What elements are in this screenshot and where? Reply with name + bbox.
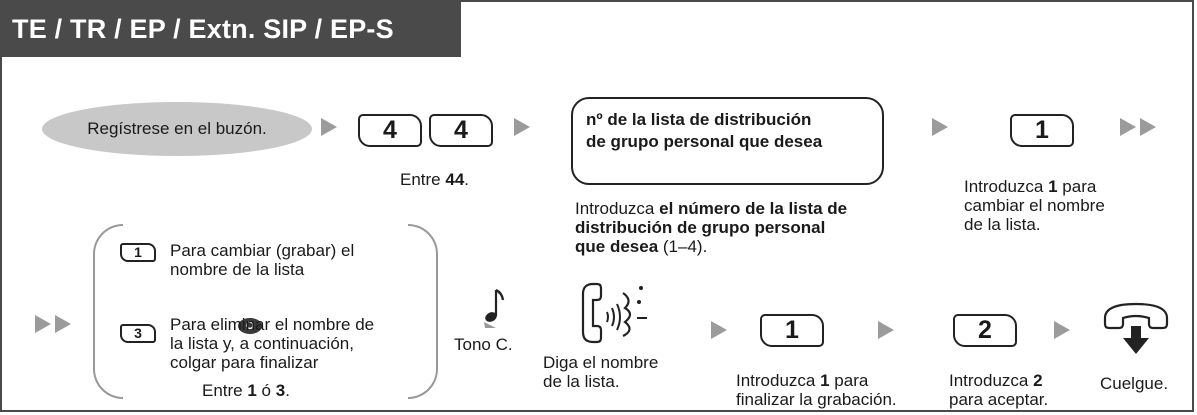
arrow-right-icon [932, 118, 948, 136]
arrow-right-icon [878, 321, 894, 339]
arrow-right-icon [321, 118, 337, 136]
page-title: TE / TR / EP / Extn. SIP / EP-S [2, 2, 461, 57]
enter-44-caption: Entre 44. [400, 170, 470, 189]
record-option-text: Para cambiar (grabar) el nombre de la li… [170, 241, 355, 279]
or-badge: O [238, 318, 262, 334]
options-bracket-right [408, 224, 438, 399]
arrow-right-icon [1054, 321, 1070, 339]
accept-description: Introduzca 2 para aceptar. [949, 371, 1049, 409]
hang-up-label: Cuelgue. [1100, 374, 1169, 393]
tone-c-label: Tono C. [454, 335, 513, 354]
enter-1-or-3-caption: Entre 1 ó 3. [202, 381, 290, 400]
key-4-second: 4 [429, 114, 493, 147]
distribution-list-description: Introduzca el número de la lista de dist… [575, 199, 848, 256]
log-into-mailbox-step: Regístrese en el buzón. [42, 102, 312, 156]
key-1-record: 1 [120, 243, 156, 262]
key-1-change: 1 [1010, 114, 1074, 147]
key-3-delete: 3 [120, 324, 156, 343]
finish-recording-description: Introduzca 1 para finalizar la grabación… [736, 371, 897, 409]
double-arrow-right-icon [35, 315, 79, 333]
arrow-right-icon [711, 321, 727, 339]
arrow-right-icon [514, 118, 530, 136]
distribution-list-number-box: nº de la lista de distribución de grupo … [571, 97, 884, 185]
hang-up-icon [1103, 302, 1169, 354]
box-line-1: nº de la lista de distribución [586, 110, 812, 129]
delete-option-text: Para eliminar el nombre de la lista y, a… [170, 315, 375, 372]
double-arrow-right-icon [1120, 118, 1164, 136]
music-note-icon [484, 288, 505, 328]
options-bracket-left [93, 224, 123, 399]
key-1-finish: 1 [760, 314, 824, 347]
speaking-handset-icon [581, 282, 647, 344]
key-4-first: 4 [358, 114, 422, 147]
key-2-accept: 2 [953, 314, 1017, 347]
say-name-description: Diga el nombre de la lista. [543, 353, 659, 391]
change-name-description: Introduzca 1 para cambiar el nombre de l… [964, 177, 1105, 234]
box-line-2: de grupo personal que desea [586, 132, 823, 151]
